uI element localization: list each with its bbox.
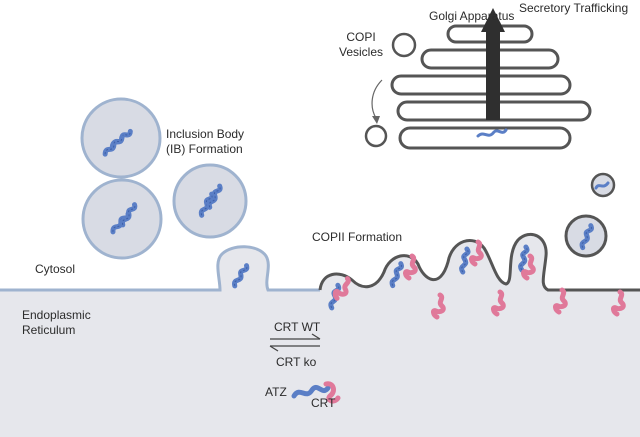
copi-label: COPI Vesicles [339, 30, 384, 59]
copii-label: COPII Formation [312, 230, 403, 244]
equilibrium-arrows-icon [269, 333, 321, 352]
copi-vesicle-1 [391, 32, 417, 58]
crt-label: CRT [311, 396, 336, 410]
inclusion-body-3 [172, 163, 248, 239]
copii-vesicle-large [564, 214, 608, 258]
copi-arrow [371, 79, 383, 119]
crt-wt-label: CRT WT [274, 320, 321, 334]
inclusion-body-1 [80, 97, 162, 179]
secretory-arrow-icon [481, 8, 505, 120]
er-lumen [0, 234, 640, 437]
er-membrane-copii [318, 233, 640, 292]
inclusion-body-2 [81, 178, 163, 260]
atz-crt-complex [291, 381, 341, 404]
copi-vesicle-2 [364, 124, 388, 148]
crt-ko-label: CRT ko [276, 355, 317, 369]
golgi-label: Golgi Apparatus [429, 9, 515, 23]
atz-label: ATZ [265, 385, 287, 399]
inclusion-label: Inclusion Body (IB) Formation [166, 127, 245, 156]
er-membrane-left [0, 245, 320, 292]
cytosol-label: Cytosol [35, 262, 76, 276]
er-label: Endoplasmic Reticulum [22, 308, 91, 337]
copii-vesicle-small [590, 172, 616, 198]
secretory-label: Secretory Trafficking [519, 1, 629, 15]
